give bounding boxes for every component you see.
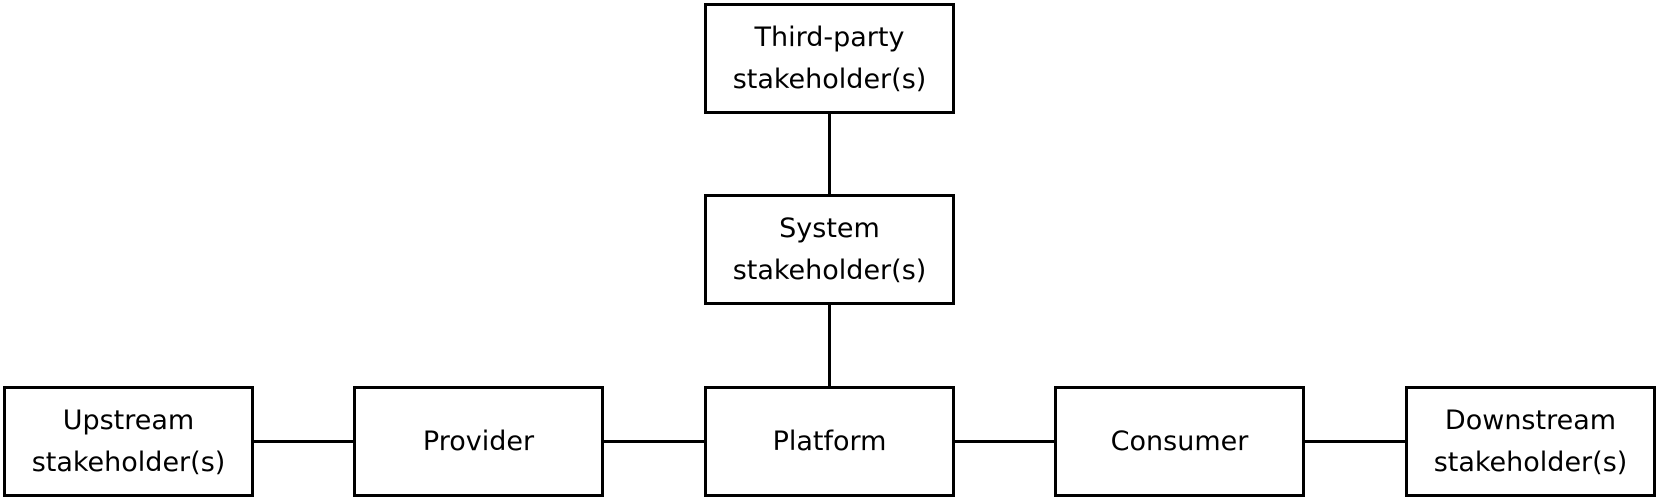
- upstream-stakeholders-label: Upstream stakeholder(s): [31, 404, 226, 478]
- consumer-node: Consumer: [1054, 386, 1305, 497]
- provider-label: Provider: [422, 425, 535, 457]
- provider-node: Provider: [353, 386, 604, 497]
- platform-node: Platform: [704, 386, 955, 497]
- consumer-label: Consumer: [1110, 425, 1249, 457]
- third-party-stakeholders-node: Third-party stakeholder(s): [704, 3, 955, 114]
- downstream-stakeholders-label: Downstream stakeholder(s): [1433, 404, 1628, 478]
- downstream-stakeholders-node: Downstream stakeholder(s): [1405, 386, 1656, 497]
- platform-label: Platform: [772, 425, 887, 457]
- system-stakeholders-label: System stakeholder(s): [732, 212, 927, 286]
- system-stakeholders-node: System stakeholder(s): [704, 194, 955, 305]
- third-party-stakeholders-label: Third-party stakeholder(s): [732, 21, 927, 95]
- upstream-stakeholders-node: Upstream stakeholder(s): [3, 386, 254, 497]
